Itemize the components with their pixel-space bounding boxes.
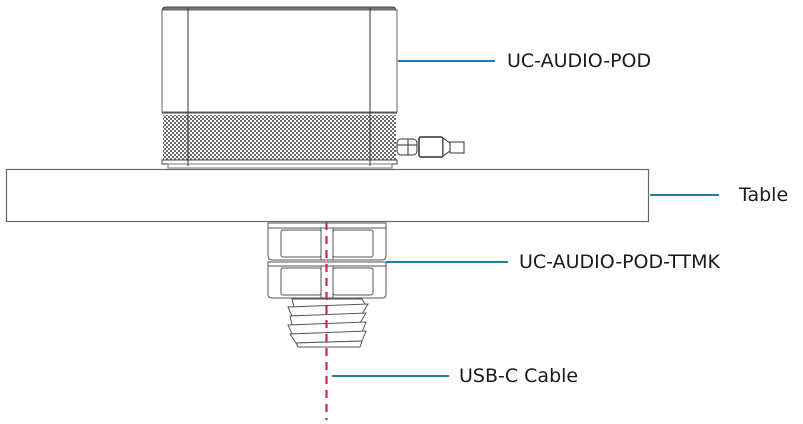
table-surface	[5, 168, 650, 223]
pod-base	[167, 163, 393, 169]
mount-kit	[267, 222, 387, 348]
leader-lines	[332, 60, 719, 377]
label-cable: USB-C Cable	[459, 365, 579, 387]
label-table: Table	[739, 184, 789, 206]
usb-c-plug-icon	[396, 136, 465, 158]
label-mount-kit: UC-AUDIO-POD-TTMK	[519, 251, 720, 273]
audio-pod	[161, 6, 398, 169]
mount-thread	[287, 298, 369, 348]
label-pod: UC-AUDIO-POD	[507, 50, 652, 72]
pod-speaker-grille	[163, 115, 396, 160]
pod-upper-body	[161, 9, 398, 113]
